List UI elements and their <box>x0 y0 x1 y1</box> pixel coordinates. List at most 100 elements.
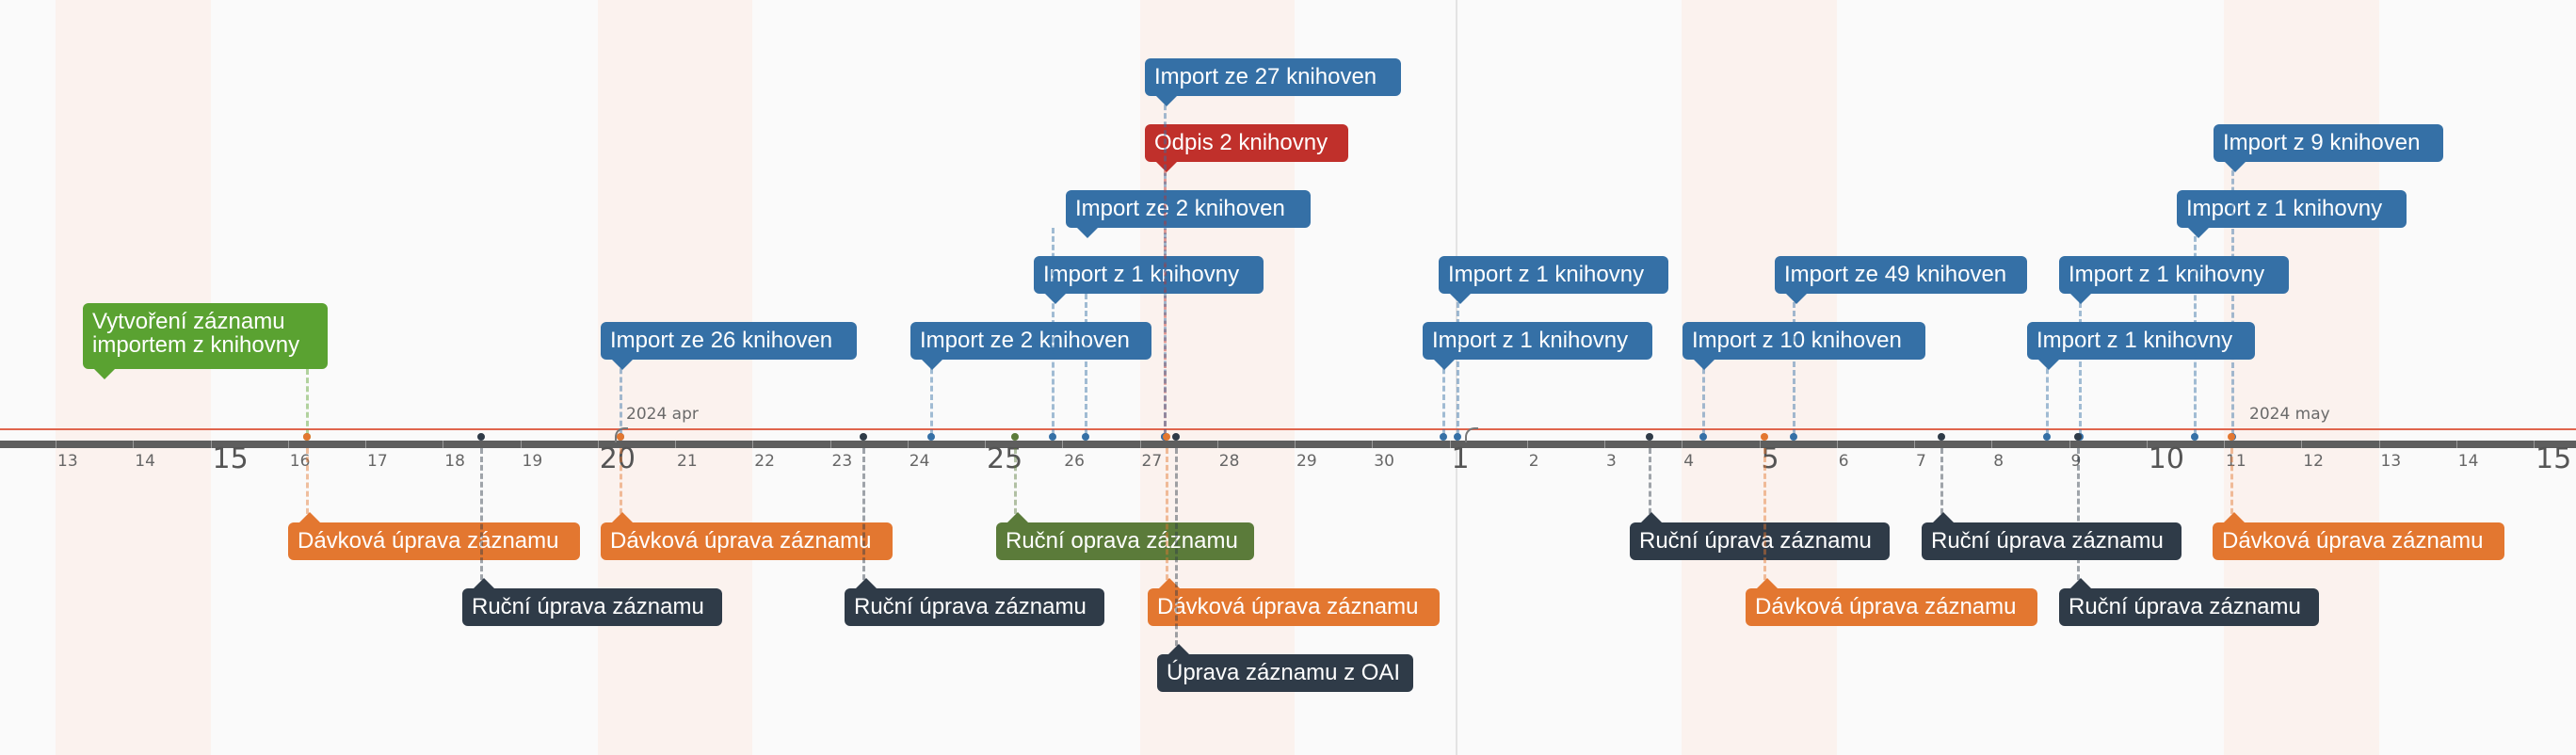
timeline-event-import[interactable]: Import z 10 knihoven <box>1682 322 1925 370</box>
timeline-event-import[interactable]: Import ze 49 knihoven <box>1775 256 2027 304</box>
event-connector <box>1457 294 1459 435</box>
time-axis[interactable] <box>0 441 2576 448</box>
event-label: Úprava záznamu z OAI <box>1167 660 1401 685</box>
event-label: Odpis 2 knihovny <box>1154 130 1328 155</box>
event-dot[interactable] <box>1699 433 1707 441</box>
axis-tick-label: 23 <box>831 452 853 471</box>
axis-tick <box>1139 441 1141 448</box>
weekend-band <box>597 0 753 755</box>
timeline-event-manual[interactable]: Ruční úprava záznamu <box>1922 512 2182 560</box>
timeline-event-create[interactable]: Vytvoření záznamu importem z knihovny <box>83 303 328 379</box>
axis-tick <box>1295 441 1296 448</box>
event-connector <box>2230 448 2233 522</box>
event-connector <box>2194 228 2197 435</box>
event-label: Ruční úprava záznamu <box>2069 594 2301 619</box>
timeline-event-manual[interactable]: Ruční úprava záznamu <box>845 578 1104 626</box>
timeline-event-import[interactable]: Import z 1 knihovny <box>1423 322 1652 370</box>
timeline-event-manual[interactable]: Ruční úprava záznamu <box>462 578 722 626</box>
event-dot[interactable] <box>1646 433 1653 441</box>
event-label: Import z 1 knihovny <box>1432 328 1629 353</box>
event-dot[interactable] <box>1938 433 1945 441</box>
timeline-event-import[interactable]: Import z 9 knihoven <box>2214 124 2443 172</box>
axis-tick <box>2301 441 2303 448</box>
event-dot[interactable] <box>303 433 311 441</box>
event-label: Import z 1 knihovny <box>2069 262 2265 287</box>
event-dot[interactable] <box>2074 433 2082 441</box>
event-dot[interactable] <box>1163 433 1170 441</box>
event-dot[interactable] <box>927 433 935 441</box>
event-label: Dávková úprava záznamu <box>298 528 559 554</box>
event-dot[interactable] <box>1761 433 1768 441</box>
axis-tick-label: 14 <box>135 452 155 471</box>
timeline-event-manual[interactable]: Úprava záznamu z OAI <box>1157 644 1413 692</box>
event-dot[interactable] <box>2043 433 2051 441</box>
timeline-event-batch[interactable]: Dávková úprava záznamu <box>1148 578 1440 626</box>
event-connector <box>2231 162 2234 435</box>
event-dot[interactable] <box>860 433 867 441</box>
timeline-event-import[interactable]: Import ze 26 knihoven <box>601 322 857 370</box>
event-connector <box>1085 294 1087 435</box>
event-label: Import ze 2 knihoven <box>1075 196 1285 221</box>
timeline-event-import[interactable]: Import z 1 knihovny <box>2177 190 2407 238</box>
event-dot[interactable] <box>1049 433 1056 441</box>
event-dot[interactable] <box>2191 433 2198 441</box>
event-connector <box>1940 448 1943 522</box>
event-connector <box>930 360 933 435</box>
month-label: 2024 may <box>2249 405 2330 424</box>
axis-tick-label: 13 <box>2380 452 2402 471</box>
event-label: Import z 1 knihovny <box>1448 262 1645 287</box>
axis-tick-label: 15 <box>2536 442 2572 475</box>
timeline-event-manual[interactable]: Ruční úprava záznamu <box>2059 578 2319 626</box>
axis-tick-label: 3 <box>1606 452 1617 471</box>
event-dot[interactable] <box>1790 433 1797 441</box>
axis-tick-label: 20 <box>599 442 636 475</box>
axis-tick <box>1914 441 1915 448</box>
axis-tick <box>1372 441 1374 448</box>
event-dot[interactable] <box>1172 433 1180 441</box>
axis-tick-label: 19 <box>522 452 543 471</box>
event-label: Import z 9 knihoven <box>2223 130 2421 155</box>
axis-tick-label: 5 <box>1761 442 1779 475</box>
event-dot[interactable] <box>1440 433 1447 441</box>
timeline-event-import[interactable]: Import ze 2 knihoven <box>1066 190 1311 238</box>
timeline-event-import[interactable]: Import z 1 knihovny <box>1439 256 1668 304</box>
event-dot[interactable] <box>1454 433 1461 441</box>
event-dot[interactable] <box>2228 433 2235 441</box>
timeline-event-batch[interactable]: Dávková úprava záznamu <box>601 512 893 560</box>
axis-tick-label: 22 <box>754 452 775 471</box>
axis-tick <box>829 441 831 448</box>
timeline-range-line <box>0 428 2576 430</box>
event-dot[interactable] <box>477 433 485 441</box>
timeline-event-import[interactable]: Import z 1 knihovny <box>2059 256 2289 304</box>
axis-tick <box>1062 441 1064 448</box>
event-connector <box>1649 448 1651 522</box>
event-label: Import z 1 knihovny <box>2037 328 2233 353</box>
weekend-band <box>56 0 211 755</box>
timeline-event-batch[interactable]: Dávková úprava záznamu <box>2213 512 2504 560</box>
timeline-event-delete[interactable]: Odpis 2 knihovny <box>1145 124 1348 172</box>
timeline-event-import[interactable]: Import z 1 knihovny <box>1034 256 1264 304</box>
event-label: Dávková úprava záznamu <box>2222 528 2484 554</box>
timeline-event-manual_green[interactable]: Ruční oprava záznamu <box>996 512 1254 560</box>
event-dot[interactable] <box>1082 433 1089 441</box>
timeline-event-manual[interactable]: Ruční úprava záznamu <box>1630 512 1890 560</box>
event-dot[interactable] <box>1011 433 1019 441</box>
axis-tick-label: 12 <box>2303 452 2324 471</box>
event-connector <box>620 360 622 435</box>
timeline-event-batch[interactable]: Dávková úprava záznamu <box>1746 578 2037 626</box>
event-connector <box>2046 360 2049 435</box>
timeline-event-import[interactable]: Import ze 27 knihoven <box>1145 58 1401 106</box>
timeline-event-import[interactable]: Import z 1 knihovny <box>2027 322 2255 370</box>
event-connector <box>2077 448 2080 588</box>
event-dot[interactable] <box>617 433 624 441</box>
timeline-event-import[interactable]: Import ze 2 knihoven <box>910 322 1151 370</box>
axis-tick <box>2455 441 2457 448</box>
event-connector <box>1164 96 1167 435</box>
axis-tick <box>2069 441 2070 448</box>
event-label: Import ze 27 knihoven <box>1154 64 1377 89</box>
timeline-event-batch[interactable]: Dávková úprava záznamu <box>288 512 580 560</box>
event-label: Vytvoření záznamu importem z knihovny <box>92 309 300 358</box>
event-connector <box>620 448 622 522</box>
axis-tick-label: 2 <box>1528 452 1539 471</box>
